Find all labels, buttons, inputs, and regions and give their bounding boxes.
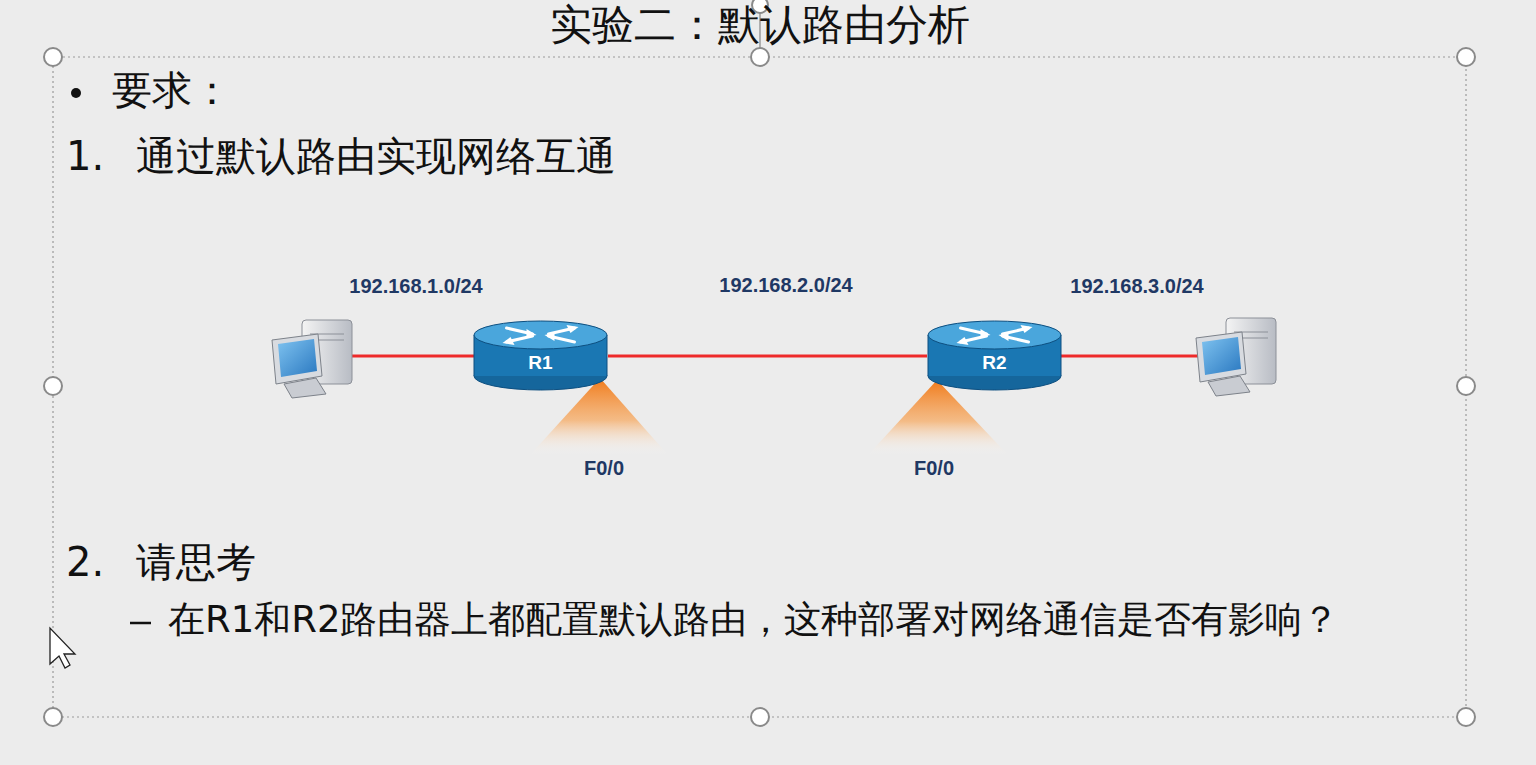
- slide-text: 在R1和R2路由器上都配置默认路由，这种部署对网络通信是否有影响？: [168, 596, 1438, 644]
- slide-text: 1.: [66, 132, 104, 180]
- red-link: [608, 355, 927, 358]
- slide-text: 请思考: [136, 538, 256, 586]
- mouse-cursor: [50, 628, 75, 668]
- subnet-label: 192.168.2.0/24: [719, 273, 852, 297]
- selection-frame: [53, 57, 1466, 717]
- interface-label: F0/0: [914, 456, 954, 480]
- red-link: [350, 355, 476, 358]
- slide-text: 2.: [66, 538, 104, 586]
- router: R2: [927, 320, 1062, 392]
- subnet-label: 192.168.1.0/24: [349, 274, 482, 298]
- interface-highlight: [868, 380, 1008, 455]
- resize-handles: [44, 0, 1475, 726]
- router-name: R1: [473, 353, 608, 374]
- router-name: R2: [927, 353, 1062, 374]
- subnet-label: 192.168.3.0/24: [1070, 274, 1203, 298]
- red-link: [1060, 355, 1202, 358]
- pc-icon: [272, 320, 352, 398]
- slide-title: 实验二：默认路由分析: [550, 0, 970, 50]
- interface-label: F0/0: [584, 456, 624, 480]
- router: R1: [473, 320, 608, 392]
- slide-text: 通过默认路由实现网络互通: [136, 132, 616, 180]
- pc-icon: [1196, 318, 1276, 396]
- bullet-dot: [71, 88, 81, 98]
- slide-text: 要求：: [112, 66, 232, 114]
- dash-bullet: [130, 622, 151, 625]
